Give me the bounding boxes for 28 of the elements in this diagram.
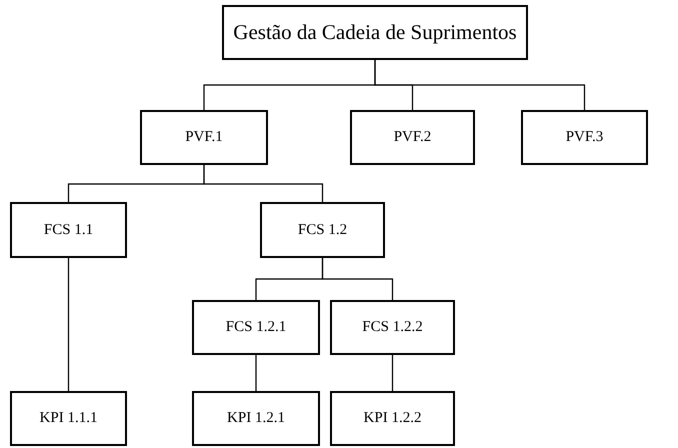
hierarchy-box <box>222 5 528 60</box>
box-label: PVF.1 <box>185 129 223 146</box>
box-label: FCS 1.1 <box>44 222 94 238</box>
box-label: KPI 1.1.1 <box>40 410 98 427</box>
hierarchy-box <box>10 202 127 258</box>
box-label: KPI 1.2.2 <box>364 410 422 427</box>
connector-line <box>392 355 394 391</box>
hierarchy-box <box>350 110 475 165</box>
hierarchy-box <box>140 110 268 165</box>
connector-line <box>203 165 324 202</box>
connector-line <box>374 60 586 110</box>
hierarchy-box <box>192 391 320 446</box>
connector-line <box>68 258 70 391</box>
hierarchy-box <box>330 391 455 446</box>
box-label: KPI 1.2.1 <box>227 410 285 427</box>
connector-line <box>322 258 394 300</box>
box-label: Gestão da Cadeia de Suprimentos <box>233 20 517 45</box>
hierarchy-box <box>521 110 648 165</box>
box-label: FCS 1.2 <box>298 222 348 238</box>
connector-line <box>255 355 257 391</box>
box-label: FCS 1.2.2 <box>362 319 423 336</box>
hierarchy-box <box>330 300 455 355</box>
box-label: PVF.3 <box>566 129 604 146</box>
hierarchy-box <box>260 202 385 258</box>
box-label: FCS 1.2.1 <box>226 319 286 336</box>
hierarchy-box <box>192 300 320 355</box>
box-label: PVF.2 <box>394 129 432 146</box>
hierarchy-box <box>10 391 127 446</box>
